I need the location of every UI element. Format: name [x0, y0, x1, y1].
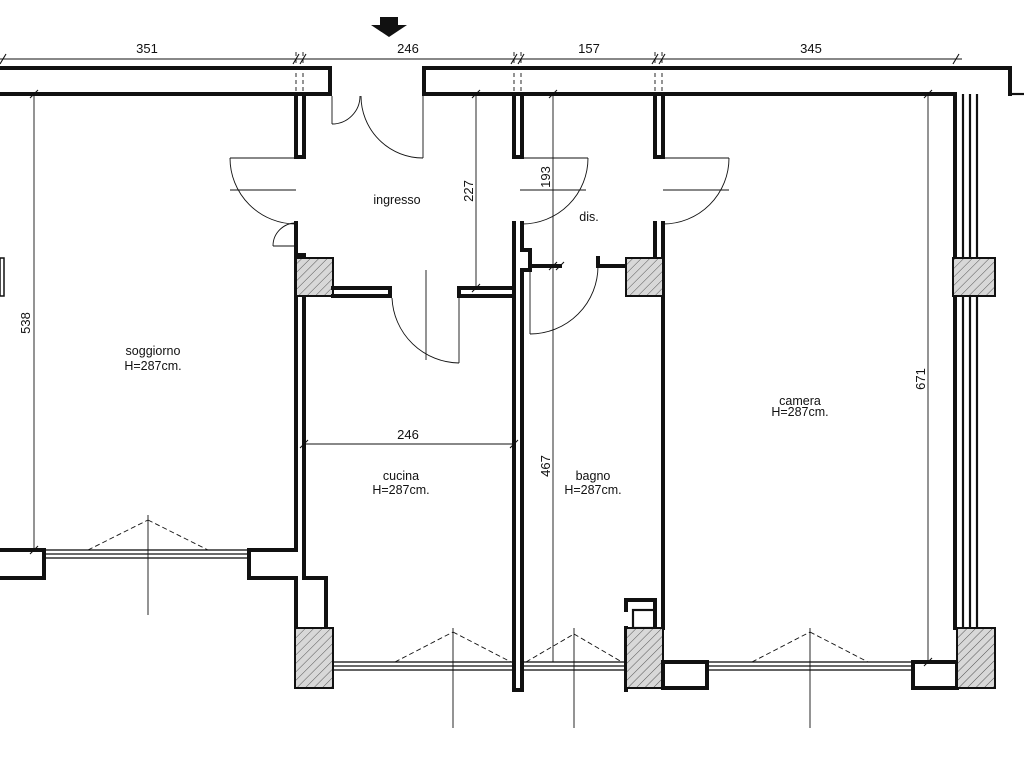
room-height-camera: H=287cm.	[771, 405, 828, 419]
dim-bagno-height: 467	[538, 455, 553, 477]
arrow-down-icon	[371, 17, 407, 37]
pillar	[625, 627, 664, 689]
entrance-door	[331, 95, 424, 159]
room-height-bagno: H=287cm.	[564, 483, 621, 497]
dim-ingresso-height: 227	[461, 180, 476, 202]
pillar	[295, 257, 334, 297]
window-bagno	[521, 628, 627, 728]
pillar	[625, 257, 664, 297]
pillar	[294, 627, 334, 689]
dim-line-camera	[923, 89, 933, 667]
wall-ingresso-bottom	[331, 286, 516, 298]
dim-cucina-width: 246	[397, 427, 419, 442]
bagno-door	[529, 265, 599, 335]
window-soggiorno	[43, 515, 250, 615]
dim-top-soggiorno: 351	[136, 41, 158, 56]
exterior-wall-top	[0, 66, 1024, 96]
soggiorno-door	[229, 157, 297, 247]
dim-top-camera: 345	[800, 41, 822, 56]
room-label-soggiorno: soggiorno	[126, 344, 181, 358]
dim-line-ingresso	[471, 89, 481, 293]
camera-door	[662, 157, 730, 225]
cucina-door	[391, 270, 460, 364]
wall-soggiorno-ingresso	[294, 92, 334, 552]
room-height-soggiorno: H=287cm.	[124, 359, 181, 373]
wall-ingresso-dis	[512, 92, 532, 692]
dim-line-cucina	[299, 439, 519, 449]
dim-dis-height: 193	[538, 166, 553, 188]
bagno-wall-top	[528, 256, 628, 268]
dim-top-dis: 157	[578, 41, 600, 56]
room-label-dis: dis.	[579, 210, 598, 224]
dim-top-ingresso: 246	[397, 41, 419, 56]
dim-line-soggiorno	[0, 89, 39, 555]
pillar	[956, 627, 996, 689]
exterior-wall-bottom	[0, 548, 996, 690]
room-label-ingresso: ingresso	[373, 193, 420, 207]
dis-door	[520, 157, 589, 225]
room-label-bagno: bagno	[576, 469, 611, 483]
window-cucina	[332, 628, 515, 728]
room-height-cucina: H=287cm.	[372, 483, 429, 497]
window-camera	[706, 628, 914, 728]
room-label-camera: camera	[779, 394, 821, 408]
dim-camera-height: 671	[913, 368, 928, 390]
wall-dis-camera	[624, 92, 665, 692]
dim-soggiorno-height: 538	[18, 312, 33, 334]
exterior-wall-right	[952, 92, 996, 630]
pillar	[952, 257, 996, 297]
room-label-cucina: cucina	[383, 469, 419, 483]
